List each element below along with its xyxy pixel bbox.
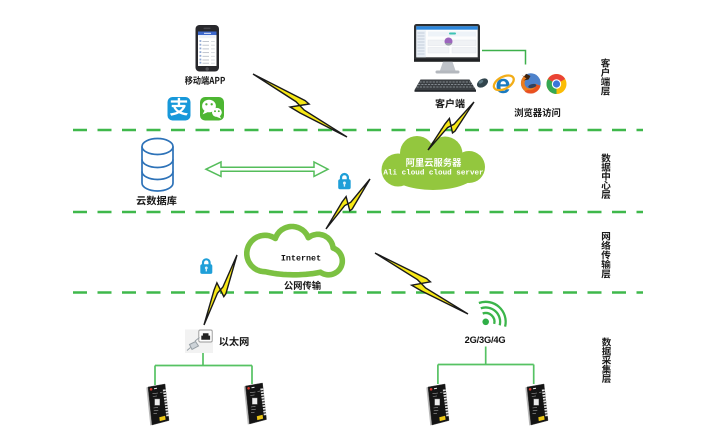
svg-text:2G/3G/4G: 2G/3G/4G	[465, 335, 506, 345]
svg-text:Ali cloud cloud server: Ali cloud cloud server	[383, 170, 484, 178]
svg-text:Internet: Internet	[281, 253, 321, 263]
svg-text:e: e	[496, 69, 511, 99]
